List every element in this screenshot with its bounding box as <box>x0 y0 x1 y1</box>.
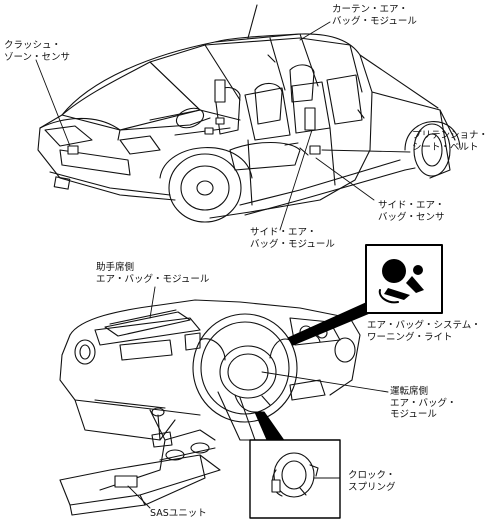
label-clock-spring: クロック・ スプリング <box>348 470 396 493</box>
dashboard-leader-lines <box>127 286 389 509</box>
label-airbag-warning-light: エア・バッグ・システム・ ワーニング・ライト <box>367 320 481 343</box>
car-leader-lines <box>35 21 411 231</box>
label-driver-airbag-module: 運転席側 エア・バッグ・ モジュール <box>390 386 457 420</box>
dashboard-illustration <box>59 299 361 516</box>
label-crash-zone-sensor: クラッシュ・ ゾーン・センサ <box>4 40 71 63</box>
car-illustration <box>37 4 461 223</box>
label-side-airbag-sensor: サイド・エア・ バッグ・センサ <box>378 200 445 223</box>
label-sas-unit: SASユニット <box>150 508 207 519</box>
airbag-warning-light-icon <box>365 244 443 314</box>
label-curtain-airbag-module: カーテン・エア・ バッグ・モジュール <box>332 4 417 27</box>
label-passenger-airbag-module: 助手席側 エア・バッグ・モジュール <box>96 262 210 285</box>
label-side-airbag-module: サイド・エア・ バッグ・モジュール <box>250 227 335 250</box>
label-pretensioner-seatbelt: プリテンショナ・ シート・ベルト <box>412 130 489 153</box>
clock-spring-pointer <box>254 411 286 443</box>
clock-spring-detail <box>249 439 341 519</box>
